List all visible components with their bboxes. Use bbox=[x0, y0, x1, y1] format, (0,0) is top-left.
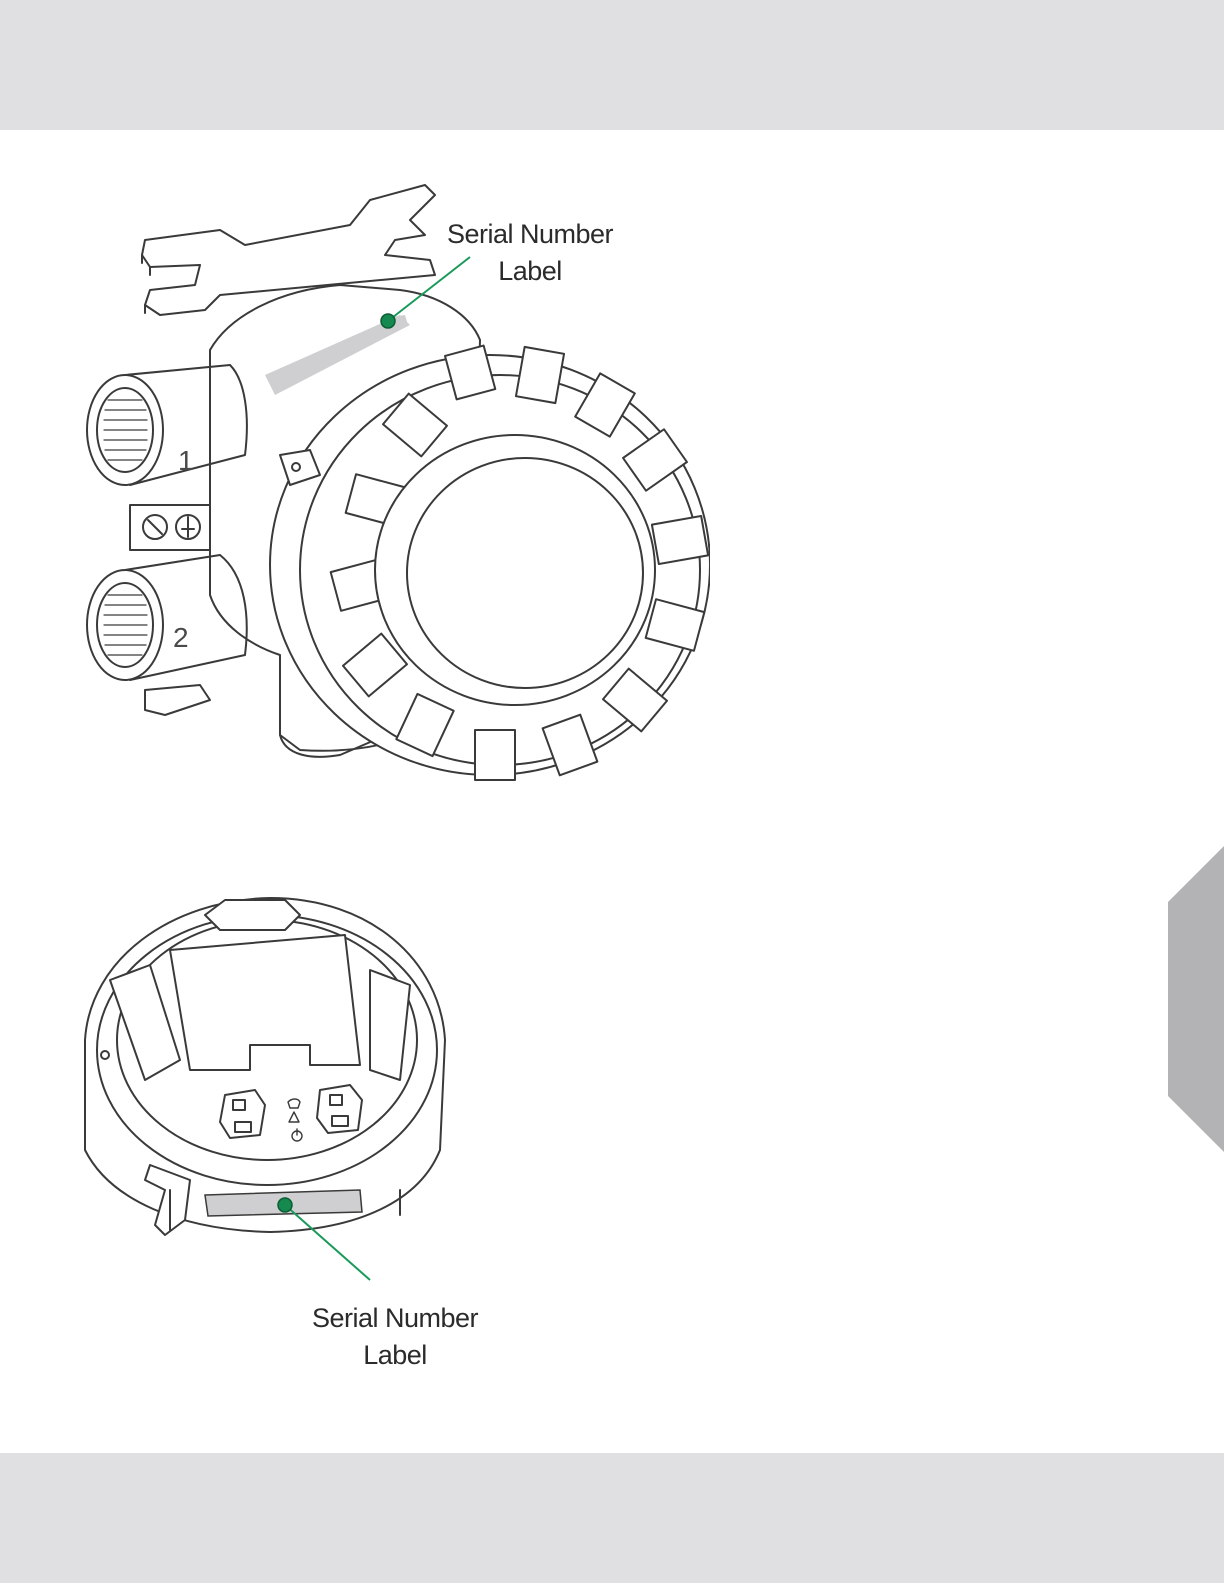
header-band bbox=[0, 0, 1224, 130]
callout-bottom-line2: Label bbox=[305, 1337, 485, 1374]
side-tab-marker bbox=[1168, 846, 1224, 1152]
callout-bottom-line1: Serial Number bbox=[305, 1300, 485, 1337]
callout-dot-bottom bbox=[278, 1198, 292, 1212]
conduit-label-1: 1 bbox=[178, 445, 194, 476]
serial-number-label-callout-top: Serial Number Label bbox=[440, 216, 620, 290]
callout-top-line2: Label bbox=[440, 253, 620, 290]
callout-top-line1: Serial Number bbox=[440, 216, 620, 253]
conduit-label-2: 2 bbox=[173, 622, 189, 653]
serial-number-label-callout-bottom: Serial Number Label bbox=[305, 1300, 485, 1374]
footer-band bbox=[0, 1453, 1224, 1583]
callout-dot-top bbox=[381, 314, 395, 328]
